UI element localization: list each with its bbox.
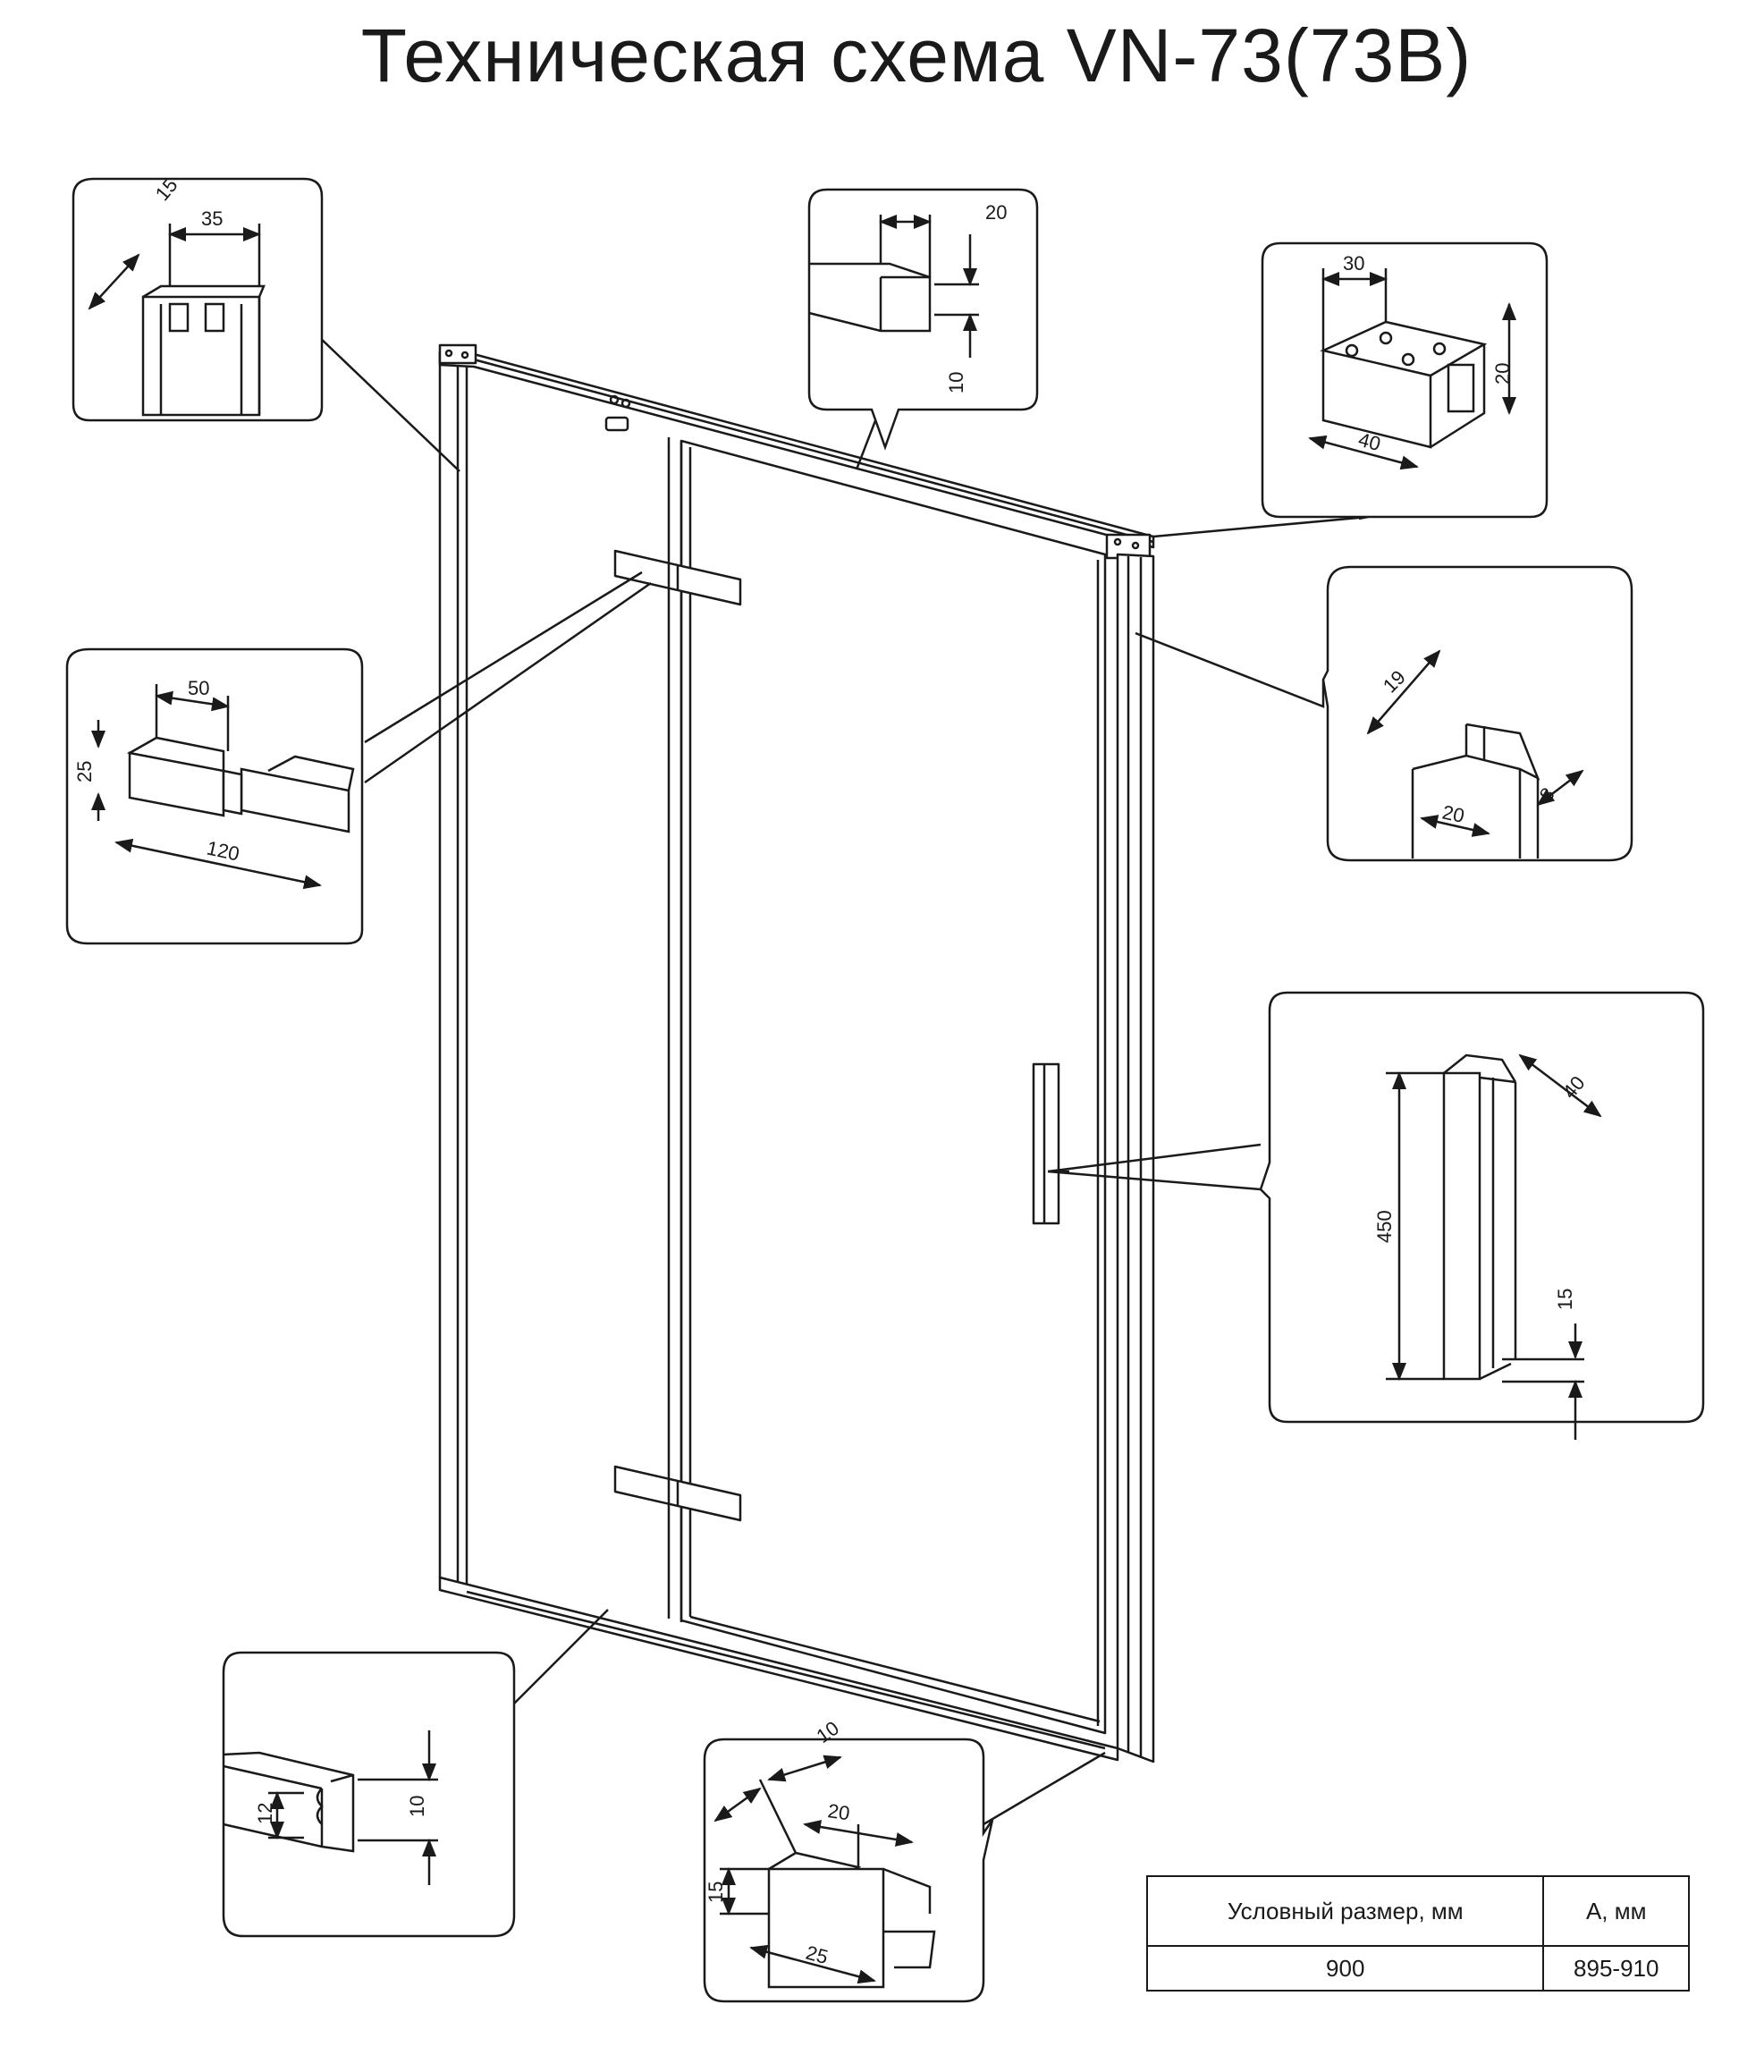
dim-top-rail-20: 20 (985, 201, 1007, 224)
callout-top-rail (807, 188, 1039, 451)
diagram-title: Техническая схема VN-73(73В) (360, 13, 1473, 97)
callout-bottom-profile (222, 1651, 516, 1938)
size-table-header-a: А, мм (1542, 1875, 1690, 1947)
dim-door-stop-15: 15 (705, 1882, 727, 1903)
callout-magnetic-profile (1321, 565, 1633, 862)
callout-hinge (65, 647, 364, 945)
callout-corner-bracket (1261, 241, 1549, 519)
door-leaf (679, 439, 1107, 1735)
dim-door-stop-20: 20 (826, 1799, 851, 1824)
callout-handle (1259, 991, 1705, 1440)
size-table-cell-nominal: 900 (1145, 1945, 1545, 1992)
size-table-cell-a: 895-910 (1542, 1945, 1690, 1992)
dim-hinge-25: 25 (73, 761, 96, 782)
size-table-row: 900 895-910 (1145, 1945, 1690, 1992)
top-rail (438, 351, 1155, 549)
right-wall-profile (1116, 553, 1155, 1763)
dim-magnetic-20: 20 (1440, 800, 1466, 827)
dim-corner-bracket-20: 20 (1491, 363, 1514, 385)
size-table-header-row: Условный размер, мм А, мм (1145, 1875, 1690, 1947)
top-hinge (613, 549, 742, 606)
dim-handle-15: 15 (1554, 1289, 1576, 1310)
shower-door (438, 343, 1155, 1763)
size-table-header-nominal: Условный размер, мм (1145, 1875, 1545, 1947)
left-wall-profile (438, 351, 468, 1592)
size-table: Условный размер, мм А, мм 900 895-910 (1145, 1875, 1690, 1992)
dim-bottom-profile-10: 10 (406, 1796, 428, 1817)
door-handle (1032, 1062, 1069, 1225)
dim-wall-profile-35: 35 (201, 207, 223, 230)
dim-hinge-50: 50 (188, 677, 209, 699)
callout-wall-profile (72, 177, 324, 422)
dim-handle-450: 450 (1373, 1210, 1396, 1243)
dim-bottom-profile-12: 12 (254, 1803, 276, 1824)
callout-door-stop (703, 1738, 994, 2003)
bottom-hinge (613, 1465, 742, 1522)
dim-top-rail-10: 10 (945, 372, 967, 393)
dim-corner-bracket-30: 30 (1343, 252, 1364, 275)
